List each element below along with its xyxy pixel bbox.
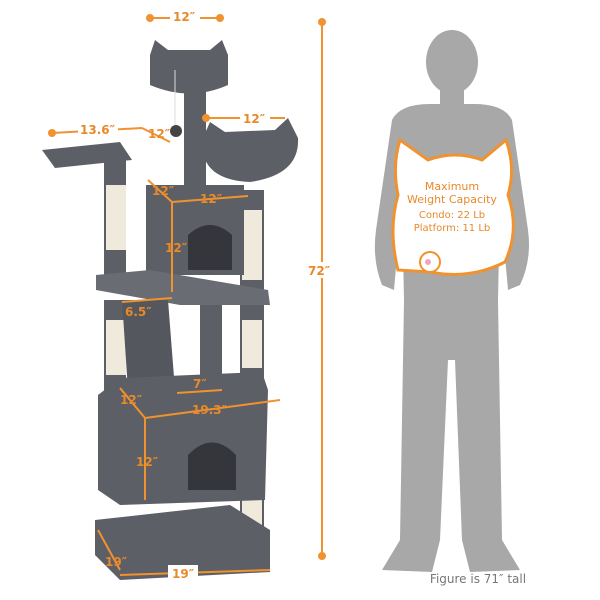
dim-right-perch: 12″ <box>243 112 266 126</box>
weight-capacity-bubble: Maximum Weight Capacity Condo: 22 Lb Pla… <box>391 137 515 276</box>
dim-ladder-width: 6.5″ <box>125 305 152 319</box>
dim-left-platform-length: 13.6″ <box>80 123 116 137</box>
dim-upper-condo-width: 12″ <box>200 192 223 206</box>
dim-base-depth: 19″ <box>105 555 128 569</box>
dim-top-hole: 7″ <box>193 377 207 391</box>
capacity-platform: Platform: 11 Lb <box>414 223 491 234</box>
dim-total-height: 72″ <box>308 264 331 278</box>
figure-caption: Figure is 71″ tall <box>430 572 526 586</box>
dim-upper-condo-depth: 12″ <box>152 184 175 198</box>
person-silhouette <box>374 30 529 572</box>
capacity-condo: Condo: 22 Lb <box>419 210 485 221</box>
cat-tree <box>42 40 299 580</box>
dimension-labels: 12″ 13.6″ 12″ 12″ 12″ 12″ 12″ 6.5″ 7″ 12… <box>78 8 339 581</box>
dim-upper-condo-height: 12″ <box>165 241 188 255</box>
dim-lower-condo-depth: 12″ <box>120 393 143 407</box>
capacity-title-1: Maximum <box>425 180 479 193</box>
dim-lower-condo-width: 19.3″ <box>192 403 228 417</box>
dim-top-perch: 12″ <box>173 10 196 24</box>
dim-base-width: 19″ <box>172 567 195 581</box>
dim-lower-condo-height: 12″ <box>136 455 159 469</box>
capacity-title-2: Weight Capacity <box>407 193 497 206</box>
dim-left-platform-width: 12″ <box>148 127 171 141</box>
